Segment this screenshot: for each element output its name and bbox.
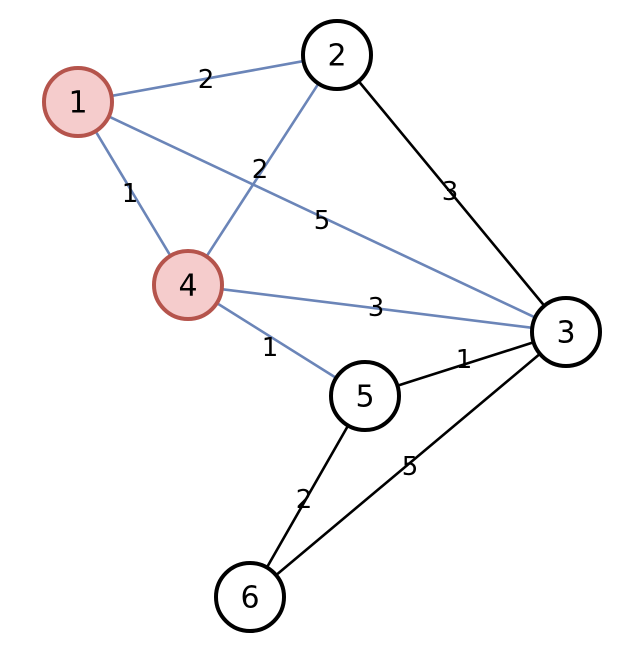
graph-node-6[interactable]: 6	[214, 561, 286, 633]
edge-weight-label-1-4: 1	[122, 179, 139, 209]
graph-edge-2-3[interactable]	[358, 81, 545, 306]
graph-edge-5-3[interactable]	[398, 341, 533, 387]
graph-edge-2-4[interactable]	[206, 83, 319, 257]
graph-edge-1-2[interactable]	[112, 60, 303, 97]
graph-node-4[interactable]: 4	[152, 249, 224, 321]
edge-layer	[95, 60, 545, 576]
node-circle-6[interactable]	[214, 561, 286, 633]
graph-node-2[interactable]: 2	[301, 19, 373, 91]
graph-edge-6-3[interactable]	[276, 353, 540, 576]
node-circle-4[interactable]	[152, 249, 224, 321]
graph-edge-4-3[interactable]	[222, 288, 532, 329]
node-circle-5[interactable]	[329, 360, 401, 432]
graph-edge-5-6[interactable]	[266, 425, 349, 568]
node-circle-1[interactable]	[42, 66, 114, 138]
graph-edge-1-3[interactable]	[109, 116, 535, 318]
graph-edge-4-5[interactable]	[217, 302, 336, 379]
graph-node-1[interactable]: 1	[42, 66, 114, 138]
graph-edge-1-4[interactable]	[95, 131, 171, 256]
node-circle-2[interactable]	[301, 19, 373, 91]
node-circle-3[interactable]	[530, 296, 602, 368]
edge-weight-label-5-3: 1	[456, 345, 473, 375]
graph-node-3[interactable]: 3	[530, 296, 602, 368]
graph-node-5[interactable]: 5	[329, 360, 401, 432]
